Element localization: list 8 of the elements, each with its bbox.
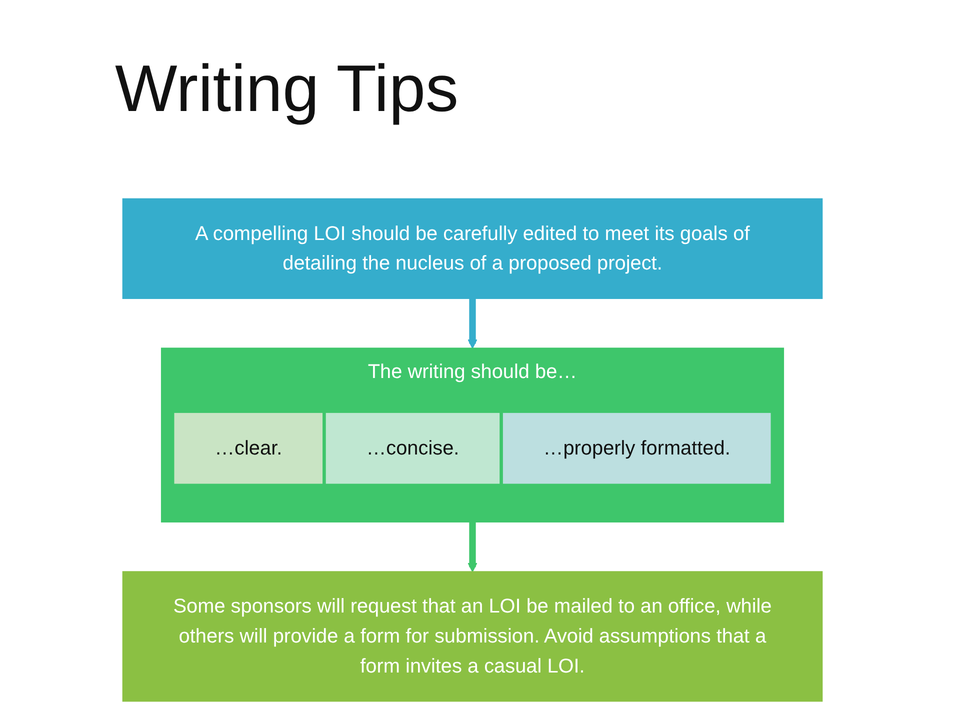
node-box: Some sponsors will request that an LOI be mailed to an office, while others will provide a form for submission. Avoid assumptions that a form invites a casual LOI.	[122, 571, 823, 702]
node-box: A compelling LOI should be carefully edited to meet its goals of detailing the nucleus of a proposed project.	[122, 198, 823, 299]
node-box: …properly formatted.	[502, 412, 771, 484]
node-box: …clear.	[174, 412, 323, 484]
arrow	[468, 522, 478, 572]
node-box: …concise.	[326, 412, 500, 484]
arrow	[468, 298, 478, 349]
slide-title: Writing Tips	[115, 50, 459, 126]
